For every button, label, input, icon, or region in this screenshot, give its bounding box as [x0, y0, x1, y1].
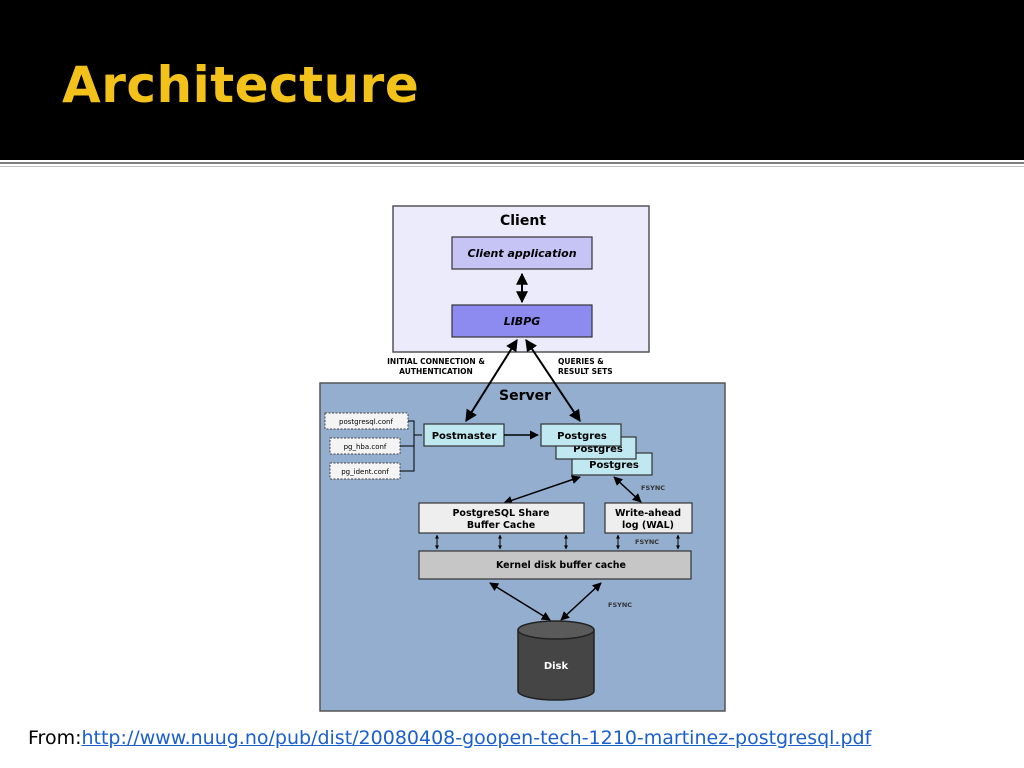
- libpg-box: [451, 304, 593, 338]
- kernel-disk-arrow-2: [560, 582, 602, 621]
- wal-label-line2: log (WAL): [622, 520, 674, 531]
- libpg-label: LIBPG: [504, 315, 541, 328]
- client-application-label: Client application: [467, 247, 576, 260]
- client-application-box: [451, 236, 593, 270]
- architecture-diagram: Client Client application LIBPG INITIAL …: [319, 205, 726, 712]
- queries-label-line2: RESULT SETS: [558, 367, 613, 376]
- postgres-label-2: Postgres: [573, 444, 623, 455]
- wal-box: [604, 502, 693, 534]
- shared-buffer-label-line2: Buffer Cache: [467, 520, 535, 531]
- postgres-box-1: [540, 423, 622, 447]
- disk-cylinder: [517, 630, 595, 701]
- wal-label-line1: Write-ahead: [615, 508, 681, 519]
- source-link[interactable]: http://www.nuug.no/pub/dist/20080408-goo…: [81, 727, 872, 749]
- shared-buffer-label-line1: PostgreSQL Share: [452, 508, 549, 519]
- disk-top: [517, 620, 595, 640]
- fsync-label-3: FSYNC: [608, 601, 632, 609]
- config-file-hba-label: pg_hba.conf: [344, 443, 387, 451]
- kernel-cache-label: Kernel disk buffer cache: [496, 560, 626, 571]
- client-title: Client: [500, 213, 546, 229]
- postgres-buffer-arrow: [503, 475, 581, 505]
- shared-buffer-box: [418, 502, 585, 534]
- slide-header: [0, 0, 1024, 160]
- connection-label-line2: AUTHENTICATION: [399, 367, 473, 376]
- queries-label-line1: QUERIES &: [558, 357, 604, 366]
- config-bracket: [400, 420, 422, 472]
- postgres-wal-arrow: [613, 476, 642, 503]
- fsync-label-1: FSYNC: [641, 484, 665, 492]
- source-citation: From:http://www.nuug.no/pub/dist/2008040…: [28, 727, 871, 749]
- libpg-postgres-arrow: [525, 339, 581, 422]
- header-divider: [0, 162, 1024, 164]
- header-divider-thin: [0, 166, 1024, 167]
- config-file-postgresql-label: postgresql.conf: [339, 418, 393, 426]
- libpg-postmaster-arrow: [465, 338, 518, 423]
- fsync-label-2: FSYNC: [635, 538, 659, 546]
- slide-title: Architecture: [62, 56, 420, 114]
- server-title: Server: [499, 388, 551, 404]
- kernel-disk-arrow-1: [489, 582, 551, 621]
- disk-label: Disk: [544, 661, 569, 672]
- postmaster-label: Postmaster: [432, 431, 497, 442]
- kernel-cache-box: [418, 550, 692, 580]
- source-prefix: From:: [28, 727, 82, 749]
- config-file-ident-label: pg_ident.conf: [341, 468, 389, 476]
- postgres-label-3: Postgres: [589, 460, 639, 471]
- postgres-label-1: Postgres: [557, 431, 607, 442]
- connection-label-line1: INITIAL CONNECTION &: [387, 357, 485, 366]
